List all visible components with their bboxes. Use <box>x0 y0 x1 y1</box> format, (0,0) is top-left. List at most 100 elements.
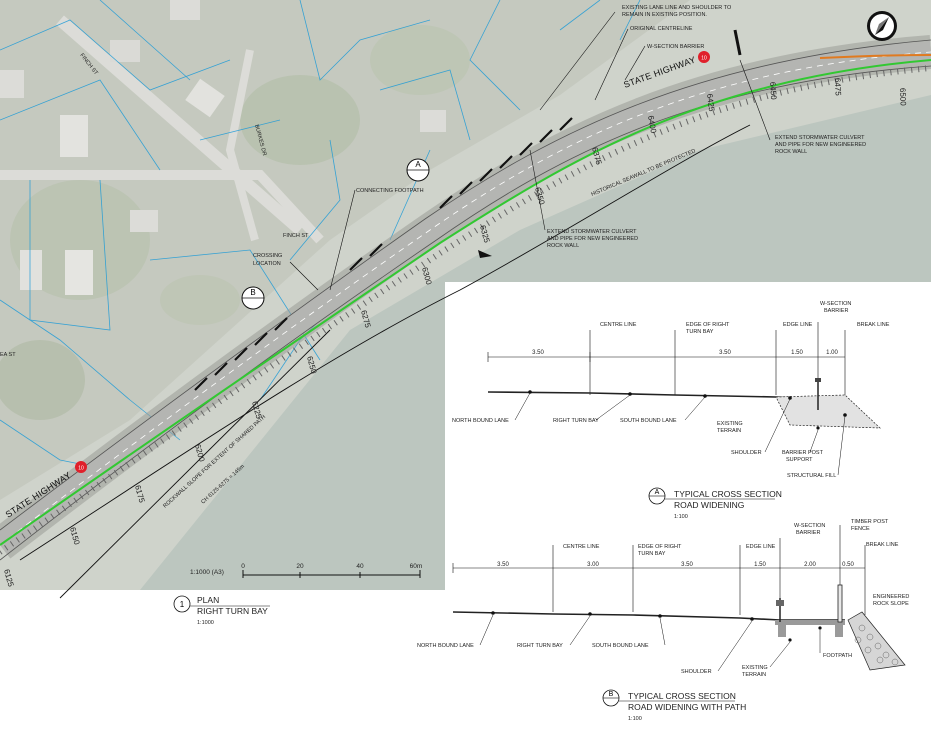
route-shield-icon-west: 10 <box>75 461 87 473</box>
svg-text:CROSSING: CROSSING <box>253 253 282 259</box>
svg-text:A: A <box>655 489 660 496</box>
svg-text:3.50: 3.50 <box>532 350 544 356</box>
chainage-6450: 6450 <box>768 82 778 101</box>
svg-text:3.00: 3.00 <box>587 562 599 568</box>
callout-existing-lane: EXISTING LANE LINE AND SHOULDER TO REMAI… <box>539 5 732 111</box>
svg-text:NORTH BOUND LANE: NORTH BOUND LANE <box>417 643 474 649</box>
svg-text:ROCK WALL: ROCK WALL <box>547 243 579 249</box>
svg-text:BARRIER: BARRIER <box>824 308 848 314</box>
svg-text:B: B <box>609 691 614 698</box>
svg-text:REMAIN IN EXISTING POSITION.: REMAIN IN EXISTING POSITION. <box>622 12 707 18</box>
scale-bar: 1:1000 (A3) 0 20 40 60m <box>190 563 422 578</box>
svg-text:EXTEND STORMWATER CULVERT: EXTEND STORMWATER CULVERT <box>547 229 637 235</box>
svg-text:3.50: 3.50 <box>719 350 731 356</box>
svg-text:TYPICAL CROSS SECTION: TYPICAL CROSS SECTION <box>628 691 736 701</box>
svg-text:60m: 60m <box>410 563 423 570</box>
svg-text:TERRAIN: TERRAIN <box>742 672 766 678</box>
svg-text:10: 10 <box>78 466 84 472</box>
svg-text:EDGE LINE: EDGE LINE <box>746 544 776 550</box>
svg-text:TURN BAY: TURN BAY <box>638 551 666 557</box>
cross-section-a: 3.50 3.50 1.50 1.00 CENTRE LINE EDGE OF … <box>452 301 890 520</box>
svg-text:LOCATION: LOCATION <box>253 261 281 267</box>
street-label-finch-mid: FINCH ST <box>283 233 309 239</box>
svg-text:SOUTH BOUND LANE: SOUTH BOUND LANE <box>592 643 649 649</box>
svg-text:3.50: 3.50 <box>681 562 693 568</box>
chainage-6400: 6400 <box>646 115 658 135</box>
svg-text:0: 0 <box>241 563 245 570</box>
svg-text:EDGE LINE: EDGE LINE <box>783 322 813 328</box>
svg-text:1:100: 1:100 <box>674 514 688 520</box>
svg-text:FENCE: FENCE <box>851 526 870 532</box>
svg-text:EXISTING: EXISTING <box>742 665 768 671</box>
svg-text:0.50: 0.50 <box>842 562 854 568</box>
callout-culvert-mid: EXTEND STORMWATER CULVERT AND PIPE FOR N… <box>529 149 638 249</box>
svg-text:EDGE OF RIGHT: EDGE OF RIGHT <box>686 322 730 328</box>
svg-text:SHOULDER: SHOULDER <box>731 450 762 456</box>
svg-text:AND PIPE FOR NEW ENGINEERED: AND PIPE FOR NEW ENGINEERED <box>775 142 866 148</box>
svg-text:EXISTING: EXISTING <box>717 421 743 427</box>
cross-section-b: 3.50 3.00 3.50 1.50 2.00 0.50 CENTRE LIN… <box>417 519 909 722</box>
callout-connecting-footpath: CONNECTING FOOTPATH <box>329 188 424 291</box>
route-shield-icon-east: 10 <box>698 51 710 63</box>
svg-text:AND PIPE FOR NEW ENGINEERED: AND PIPE FOR NEW ENGINEERED <box>547 236 638 242</box>
svg-text:W-SECTION: W-SECTION <box>794 523 825 529</box>
svg-text:ROCK SLOPE: ROCK SLOPE <box>873 601 909 607</box>
north-arrow-icon <box>867 11 897 41</box>
svg-text:40: 40 <box>356 563 364 570</box>
svg-text:EXTEND STORMWATER CULVERT: EXTEND STORMWATER CULVERT <box>775 135 865 141</box>
svg-text:CENTRE LINE: CENTRE LINE <box>600 322 637 328</box>
chainage-6425: 6425 <box>705 93 716 112</box>
svg-text:1.50: 1.50 <box>791 350 803 356</box>
svg-text:ROAD WIDENING WITH PATH: ROAD WIDENING WITH PATH <box>628 702 746 712</box>
svg-text:ROAD WIDENING: ROAD WIDENING <box>674 500 744 510</box>
svg-text:W-SECTION BARRIER: W-SECTION BARRIER <box>647 44 704 50</box>
street-label-ea: EA ST <box>0 352 16 358</box>
scale-ratio: 1:1000 (A3) <box>190 569 224 576</box>
svg-text:BARRIER POST: BARRIER POST <box>782 450 824 456</box>
aerial-plan <box>0 0 931 599</box>
section-marker-b: B <box>241 286 265 310</box>
svg-text:BREAK LINE: BREAK LINE <box>866 542 899 548</box>
svg-text:RIGHT TURN BAY: RIGHT TURN BAY <box>517 643 563 649</box>
svg-text:CENTRE LINE: CENTRE LINE <box>563 544 600 550</box>
svg-text:TERRAIN: TERRAIN <box>717 428 741 434</box>
svg-text:BARRIER: BARRIER <box>796 530 820 536</box>
svg-text:20: 20 <box>296 563 304 570</box>
chainage-6500: 6500 <box>898 88 908 107</box>
svg-text:EXISTING LANE LINE AND SHOULDE: EXISTING LANE LINE AND SHOULDER TO <box>622 5 732 11</box>
svg-text:1:1000: 1:1000 <box>197 620 214 626</box>
plan-title: 1 PLAN RIGHT TURN BAY 1:1000 <box>173 595 270 626</box>
svg-text:1: 1 <box>180 600 185 609</box>
svg-text:W-SECTION: W-SECTION <box>820 301 851 307</box>
callout-original-centreline: ORIGINAL CENTRELINE <box>594 26 693 101</box>
svg-text:ORIGINAL CENTRELINE: ORIGINAL CENTRELINE <box>630 26 693 32</box>
svg-text:TYPICAL CROSS SECTION: TYPICAL CROSS SECTION <box>674 489 782 499</box>
svg-text:TIMBER POST: TIMBER POST <box>851 519 889 525</box>
svg-text:TURN BAY: TURN BAY <box>686 329 714 335</box>
svg-text:ENGINEERED: ENGINEERED <box>873 594 909 600</box>
svg-text:10: 10 <box>701 56 707 62</box>
svg-text:SOUTH BOUND LANE: SOUTH BOUND LANE <box>620 418 677 424</box>
svg-text:STRUCTURAL FILL: STRUCTURAL FILL <box>787 473 836 479</box>
svg-text:A: A <box>415 160 421 169</box>
svg-text:B: B <box>250 288 255 297</box>
svg-text:1.50: 1.50 <box>754 562 766 568</box>
svg-text:PLAN: PLAN <box>197 595 219 605</box>
svg-text:CONNECTING FOOTPATH: CONNECTING FOOTPATH <box>356 188 424 194</box>
svg-text:RIGHT TURN BAY: RIGHT TURN BAY <box>553 418 599 424</box>
svg-text:ROCK WALL: ROCK WALL <box>775 149 807 155</box>
svg-text:SUPPORT: SUPPORT <box>786 457 813 463</box>
svg-text:RIGHT TURN BAY: RIGHT TURN BAY <box>197 606 268 616</box>
svg-text:2.00: 2.00 <box>804 562 816 568</box>
svg-text:EDGE OF RIGHT: EDGE OF RIGHT <box>638 544 682 550</box>
svg-text:NORTH BOUND LANE: NORTH BOUND LANE <box>452 418 509 424</box>
svg-text:1.00: 1.00 <box>826 350 838 356</box>
svg-text:SHOULDER: SHOULDER <box>681 669 712 675</box>
callout-culvert-east: EXTEND STORMWATER CULVERT AND PIPE FOR N… <box>739 59 866 155</box>
svg-text:1:100: 1:100 <box>628 716 642 722</box>
chainage-6475: 6475 <box>833 78 843 97</box>
svg-text:FOOTPATH: FOOTPATH <box>823 653 852 659</box>
svg-text:3.50: 3.50 <box>497 562 509 568</box>
